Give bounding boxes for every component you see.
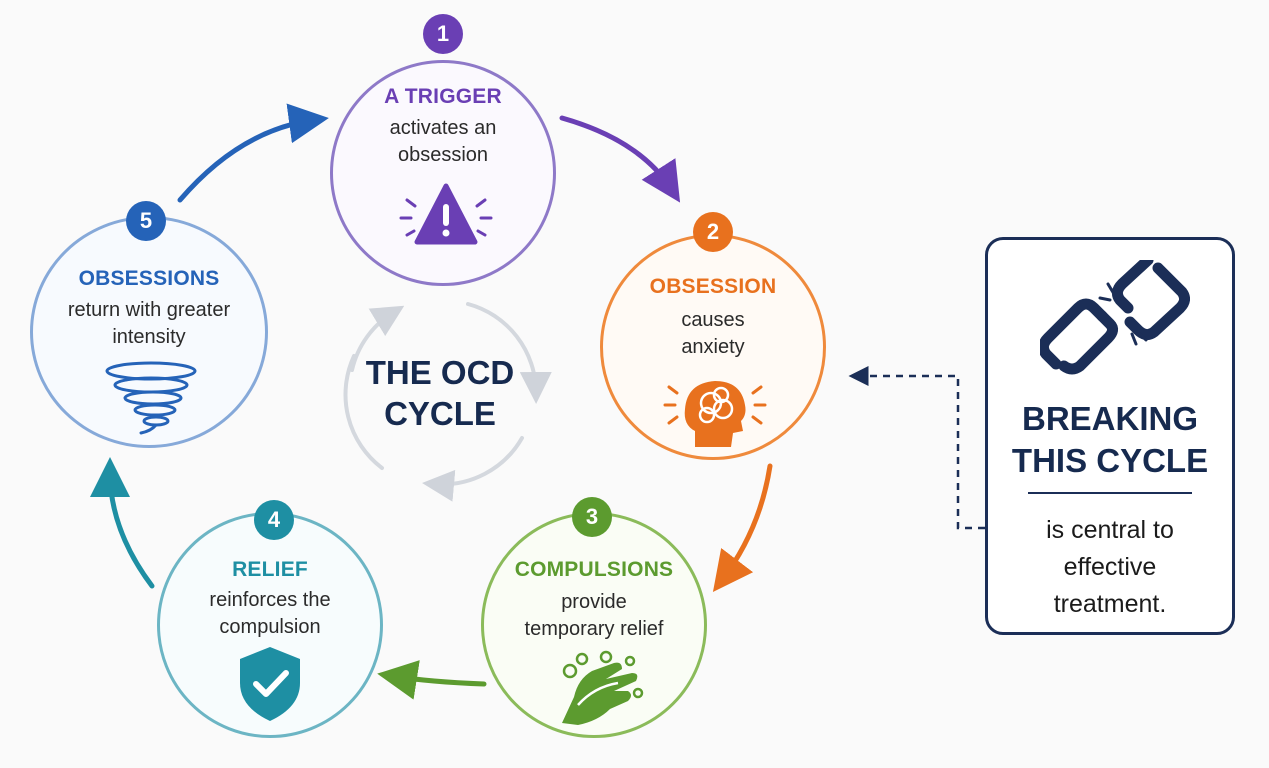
step-compulsions-node: COMPULSIONS provide temporary relief: [481, 512, 707, 738]
center-title-line1: THE OCD: [365, 354, 515, 391]
step-description-line: compulsion: [219, 616, 321, 638]
arrow-compulsions-to-relief: [377, 660, 487, 700]
step-number-badge: 2: [693, 212, 733, 252]
arrow-obsession-to-compulsions: [712, 463, 773, 592]
arrow-relief-to-obsessions: [90, 457, 155, 589]
breaking-cycle-title-line2: THIS CYCLE: [1011, 442, 1209, 479]
step-title: RELIEF: [232, 558, 308, 581]
step-description-line: reinforces the: [209, 589, 331, 611]
step-description-line: temporary relief: [524, 618, 664, 640]
step-description: activates an obsession: [333, 115, 553, 169]
step-description-line: causes: [681, 309, 745, 331]
step-trigger-node: A TRIGGER activates an obsession: [330, 60, 556, 286]
step-description-line: activates an: [389, 117, 497, 139]
breaking-cycle-box: BREAKING THIS CYCLE is central to effect…: [985, 237, 1235, 635]
step-relief-node: RELIEF reinforces the compulsion: [157, 512, 383, 738]
center-cycle-arrows: [343, 302, 552, 502]
arrow-obsessions-to-trigger: [177, 103, 329, 203]
breaking-cycle-title: BREAKING THIS CYCLE: [988, 398, 1232, 482]
step-number-badge: 3: [572, 497, 612, 537]
step-title: OBSESSION: [649, 275, 777, 298]
step-description-line: return with greater: [67, 299, 231, 321]
step-description: provide temporary relief: [484, 589, 704, 643]
spiral-icon: [105, 361, 197, 435]
step-description-line: obsession: [397, 144, 489, 166]
warning-icon: [399, 183, 493, 245]
step-description-line: intensity: [112, 326, 186, 348]
handwashing-icon: [562, 650, 644, 725]
step-title: COMPULSIONS: [514, 558, 674, 581]
step-title: A TRIGGER: [384, 85, 502, 108]
step-description: return with greater intensity: [33, 297, 265, 351]
breaking-cycle-text-line: treatment.: [1053, 590, 1167, 618]
breaking-cycle-text-line: effective: [1063, 553, 1157, 581]
arrow-breaking-to-cycle: [848, 366, 985, 530]
broken-chain-icon: [1040, 260, 1190, 375]
step-obsessions-return-node: OBSESSIONS return with greater intensity: [30, 216, 268, 448]
breaking-cycle-title-line1: BREAKING: [1021, 400, 1198, 437]
center-title: THE OCD CYCLE: [340, 352, 540, 434]
breaking-cycle-text-line: is central to: [1046, 516, 1174, 544]
step-number-badge: 4: [254, 500, 294, 540]
step-title: OBSESSIONS: [78, 267, 220, 290]
anxious-head-icon: [663, 381, 767, 447]
center-title-line2: CYCLE: [384, 395, 496, 432]
step-description-line: anxiety: [681, 336, 745, 358]
step-description: reinforces the compulsion: [160, 587, 380, 641]
shield-check-icon: [240, 647, 300, 721]
breaking-cycle-text: is central to effective treatment.: [988, 512, 1232, 623]
arrow-trigger-to-obsession: [559, 115, 681, 203]
step-number-badge: 1: [423, 14, 463, 54]
step-number-badge: 5: [126, 201, 166, 241]
step-description-line: provide: [561, 591, 627, 613]
divider: [1028, 492, 1192, 494]
step-obsession-node: OBSESSION causes anxiety: [600, 234, 826, 460]
step-description: causes anxiety: [603, 307, 823, 361]
